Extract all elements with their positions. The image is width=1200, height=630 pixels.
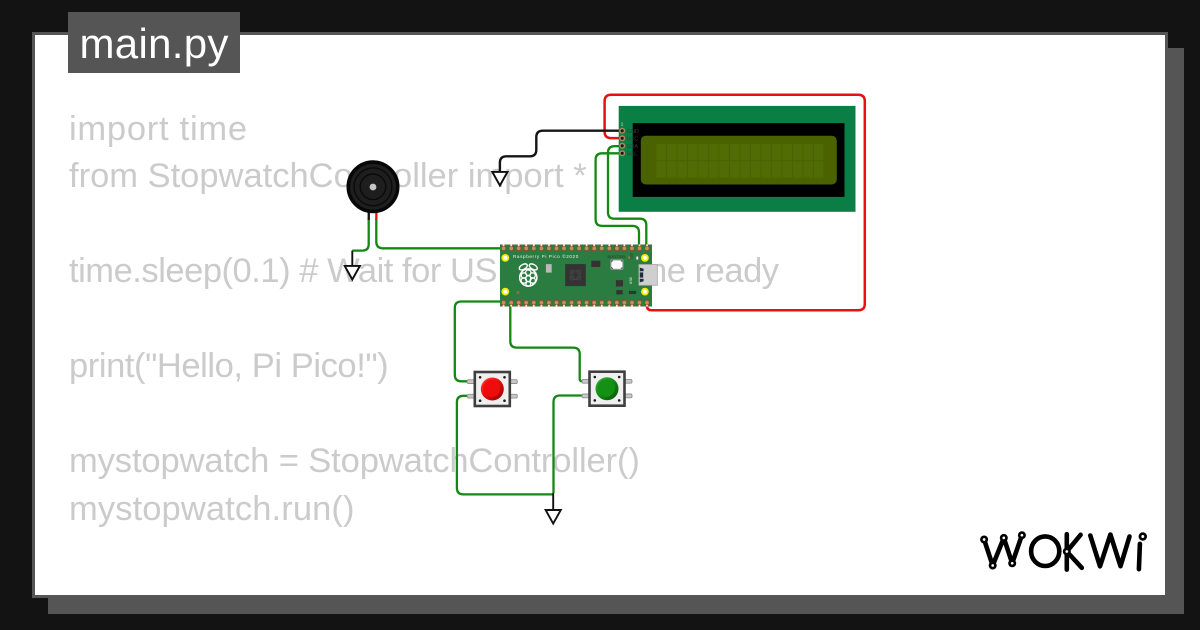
svg-text:SCL: SCL <box>627 152 638 158</box>
svg-text:USB: USB <box>629 276 633 284</box>
svg-text:1: 1 <box>621 122 624 127</box>
svg-text:Raspberry Pi Pico ©2020: Raspberry Pi Pico ©2020 <box>513 253 579 259</box>
svg-text:VCC: VCC <box>627 137 639 143</box>
svg-text:LED: LED <box>630 252 634 259</box>
svg-text:SDA: SDA <box>627 144 639 150</box>
svg-text:BOOTSEL: BOOTSEL <box>608 255 627 259</box>
svg-text:GND: GND <box>627 129 639 135</box>
